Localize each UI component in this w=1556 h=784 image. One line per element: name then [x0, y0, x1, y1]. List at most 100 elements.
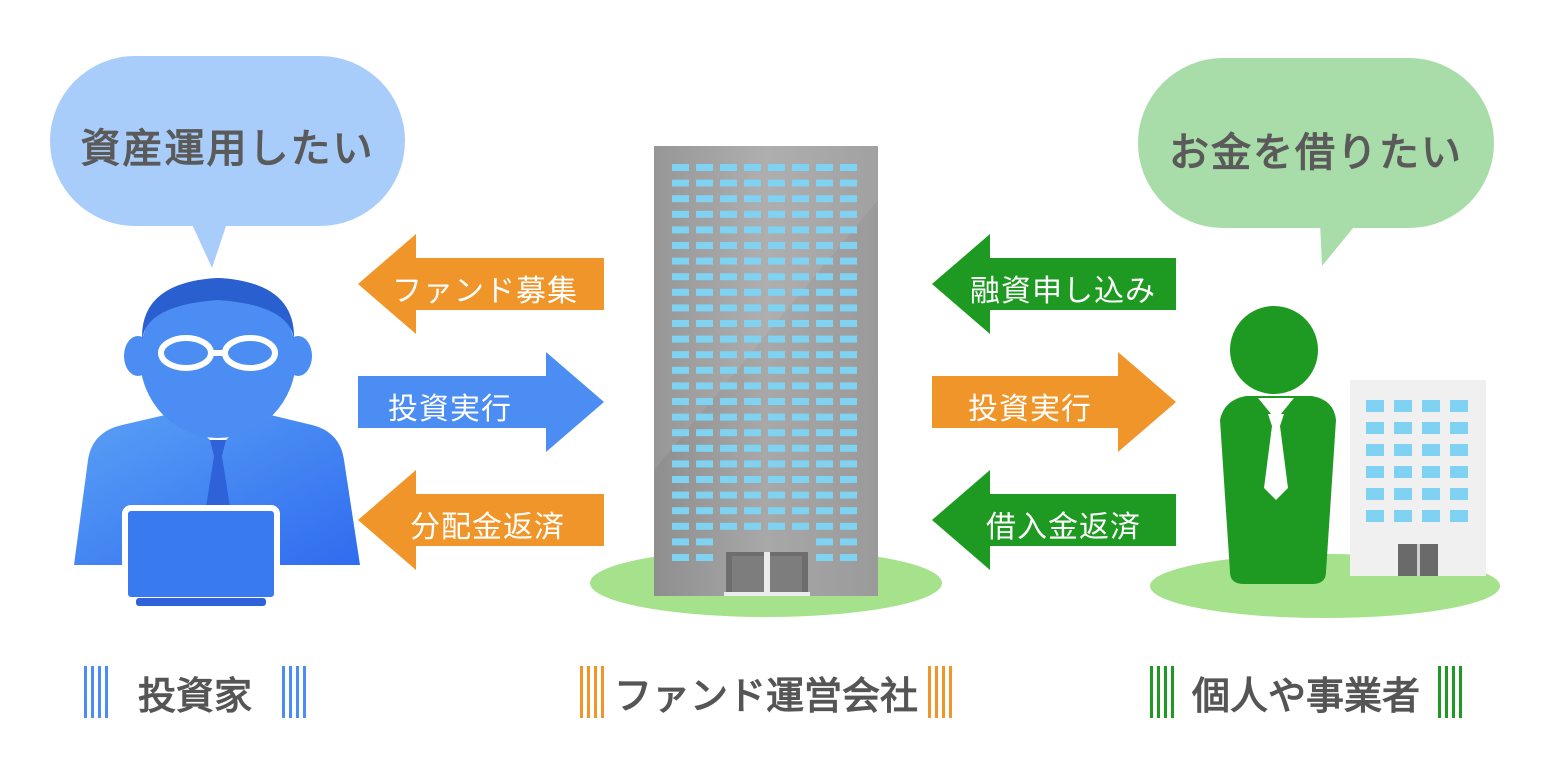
tower-window — [768, 351, 785, 359]
tower-window — [720, 444, 737, 452]
small-building-window — [1394, 510, 1412, 522]
caption-bars-icon — [580, 666, 604, 718]
tower-window — [672, 320, 689, 327]
tower-window — [672, 366, 689, 374]
tower-window — [840, 491, 857, 499]
tower-window — [792, 273, 809, 281]
tower-window — [816, 460, 833, 468]
office-tower-icon — [590, 146, 942, 617]
tower-window — [744, 444, 761, 452]
arrow-label-fund-recruitment: ファンド募集 — [392, 274, 578, 309]
small-building-window — [1366, 444, 1384, 456]
tower-window — [720, 320, 737, 327]
flow-arrows — [358, 234, 1176, 570]
tower-window — [720, 288, 737, 296]
tower-window — [792, 476, 809, 483]
tower-window — [840, 320, 857, 327]
tower-window — [672, 538, 689, 546]
tower-window — [816, 288, 833, 296]
tower-window — [696, 351, 713, 359]
tower-window — [696, 210, 713, 218]
tower-window — [768, 242, 785, 249]
tower-window — [768, 164, 785, 171]
tower-window — [744, 257, 761, 265]
tower-window — [816, 304, 833, 312]
tower-window — [840, 460, 857, 468]
small-building-icon — [1350, 380, 1486, 576]
tower-window — [768, 460, 785, 468]
small-building-window — [1394, 400, 1412, 412]
tower-window — [768, 288, 785, 296]
tower-window — [672, 476, 689, 483]
tower-window — [696, 273, 713, 281]
tower-window — [768, 257, 785, 265]
tower-window — [744, 382, 761, 390]
tower-window — [792, 366, 809, 374]
tower-window — [672, 210, 689, 218]
tower-window — [840, 554, 857, 561]
tower-window — [792, 522, 809, 530]
tower-window — [720, 179, 737, 187]
borrower-speech-bubble — [1138, 58, 1494, 266]
tower-window — [744, 429, 761, 437]
tower-window — [696, 538, 713, 546]
tower-window — [840, 226, 857, 234]
investor-with-laptop-icon — [74, 278, 360, 606]
tower-window — [816, 522, 833, 530]
tower-window — [744, 476, 761, 483]
tower-window — [720, 476, 737, 483]
tower-window — [768, 366, 785, 374]
small-building-windows — [1366, 400, 1468, 522]
left-arrow-left — [358, 470, 604, 570]
tower-window — [792, 335, 809, 343]
small-building-window — [1394, 444, 1412, 456]
tower-window — [816, 398, 833, 405]
tower-window — [720, 382, 737, 390]
arrow-label-investment-left: 投資実行 — [388, 392, 512, 427]
tower-window — [816, 444, 833, 452]
tower-window — [696, 195, 713, 203]
tower-window — [744, 351, 761, 359]
tower-window — [768, 522, 785, 530]
tower-window — [696, 554, 713, 561]
arrow-label-loan-repayment: 借入金返済 — [986, 510, 1141, 545]
tower-window — [696, 398, 713, 405]
small-building-window — [1450, 444, 1468, 456]
tower-window — [672, 257, 689, 265]
tower-window — [840, 398, 857, 405]
tower-window — [672, 195, 689, 203]
tower-window — [768, 491, 785, 499]
tower-window — [840, 382, 857, 390]
borrower-caption-text: 個人や事業者 — [1192, 673, 1421, 718]
tower-window — [792, 444, 809, 452]
small-building-window — [1422, 444, 1440, 456]
tower-windows — [672, 164, 857, 561]
tower-window — [768, 210, 785, 218]
tower-window — [792, 491, 809, 499]
tower-window — [816, 210, 833, 218]
arrow-label-distribution-repayment: 分配金返済 — [410, 510, 565, 545]
tower-window — [744, 195, 761, 203]
tower-window — [792, 460, 809, 468]
tower-window — [696, 335, 713, 343]
tower-window — [672, 554, 689, 561]
tower-window — [744, 179, 761, 187]
tower-window — [720, 304, 737, 312]
investor-speech-bubble — [50, 56, 405, 268]
tower-window — [720, 226, 737, 234]
tower-window — [816, 273, 833, 281]
tower-window — [768, 398, 785, 405]
tower-window — [816, 491, 833, 499]
tower-window — [672, 413, 689, 421]
tower-window — [744, 320, 761, 327]
tower-window — [672, 507, 689, 515]
tower-window — [672, 288, 689, 296]
tower-window — [720, 507, 737, 515]
tower-window — [816, 226, 833, 234]
tower-window — [840, 413, 857, 421]
tower-window — [792, 226, 809, 234]
tower-window — [696, 476, 713, 483]
tower-window — [720, 398, 737, 405]
tower-window — [792, 304, 809, 312]
